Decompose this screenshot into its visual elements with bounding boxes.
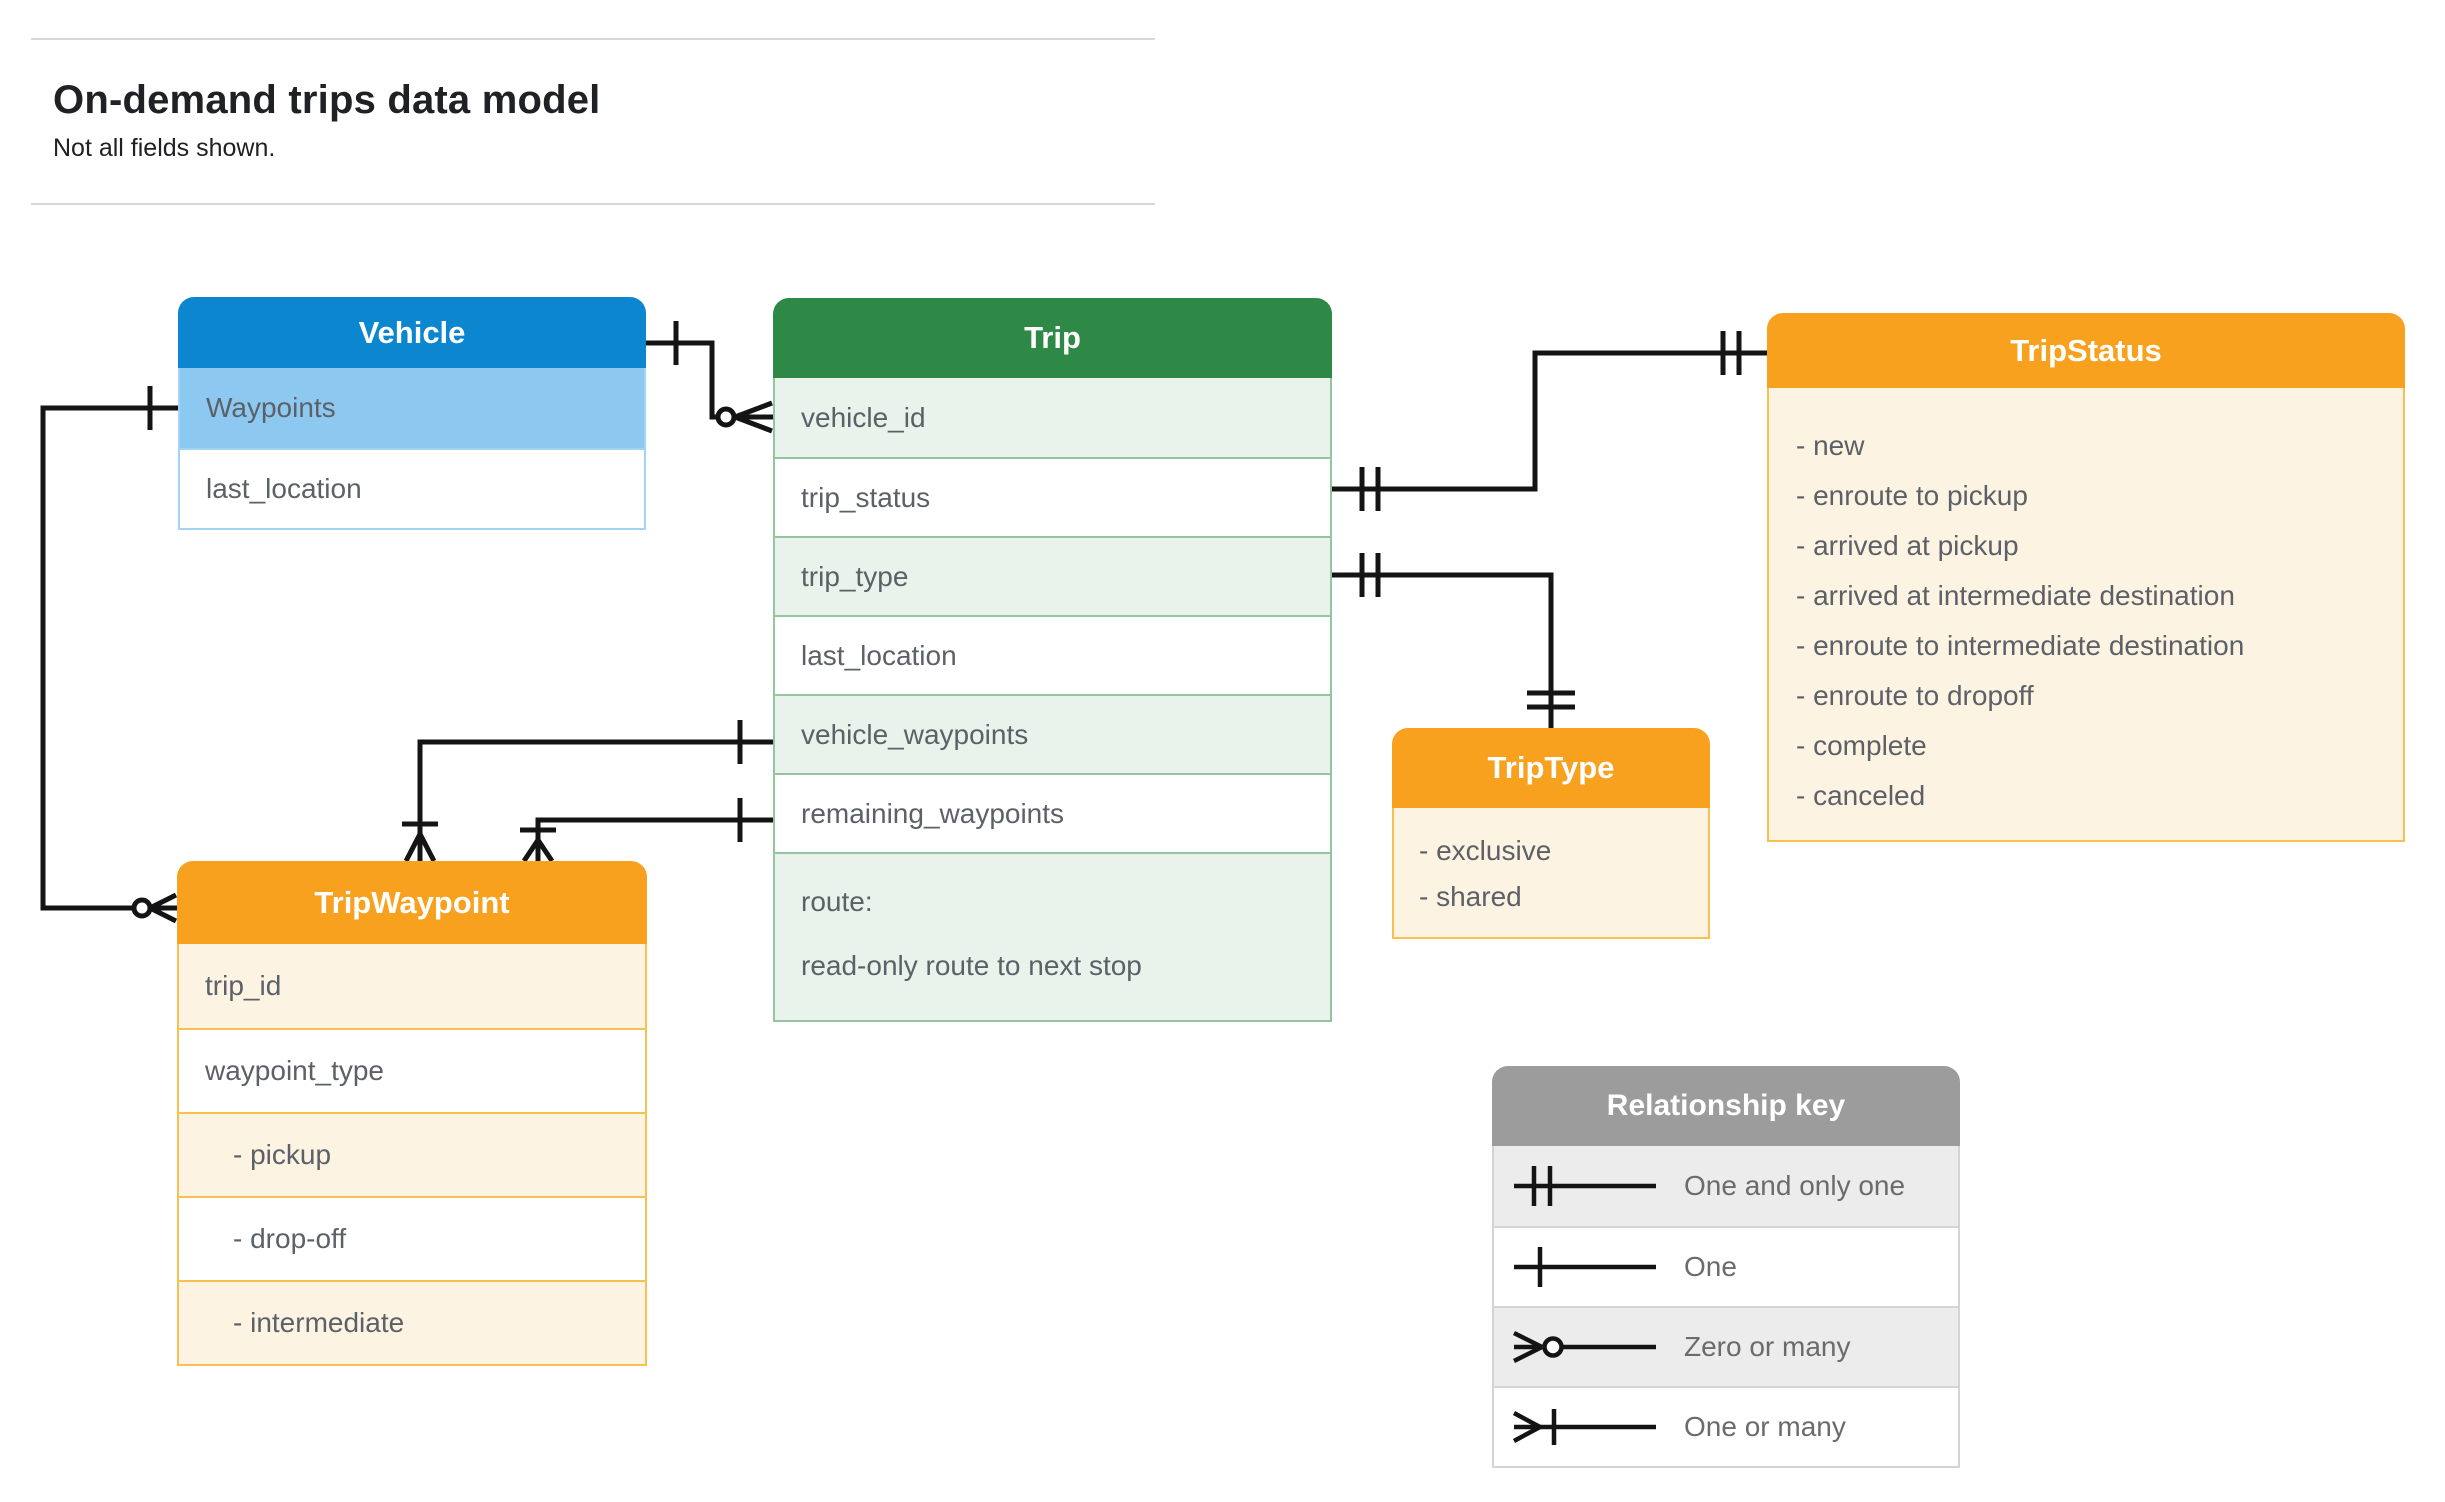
field-row: last_location: [180, 448, 644, 528]
connector-line: [1332, 350, 1767, 492]
top-divider: [31, 38, 1155, 40]
field-row: vehicle_id: [775, 378, 1330, 457]
connector-line: [40, 405, 178, 911]
page-subtitle: Not all fields shown.: [53, 134, 276, 162]
enum-value: - canceled: [1796, 780, 1926, 811]
enum-value: - enroute to pickup: [1796, 480, 2028, 511]
enum-value: - pickup: [179, 1112, 645, 1196]
enum-value: - arrived at intermediate destination: [1796, 580, 2235, 611]
legend-label: One and only one: [1684, 1170, 1906, 1201]
zero-or-many-circle: [131, 897, 153, 919]
legend-row: One and only one: [1494, 1146, 1958, 1226]
tripstatus-connector: [1332, 331, 1767, 511]
enum-value: - enroute to intermediate destination: [1796, 630, 2245, 661]
relationship-key-body: One and only one One Zer: [1492, 1146, 1960, 1468]
field-row: waypoint_type: [179, 1028, 645, 1112]
entity-triptype-title: TripType: [1392, 728, 1710, 808]
crows-foot: [521, 838, 555, 863]
remaining-waypoints-connector: [520, 798, 773, 863]
page-title: On-demand trips data model: [53, 78, 601, 122]
field-row: trip_id: [179, 944, 645, 1028]
entity-tripwaypoint-title: TripWaypoint: [177, 861, 647, 944]
legend-row: Zero or many: [1494, 1306, 1958, 1386]
entity-trip-body: vehicle_id trip_status trip_type last_lo…: [773, 378, 1332, 1022]
field-row-route: route: read-only route to next stop: [775, 852, 1330, 1020]
entity-tripstatus-title: TripStatus: [1767, 313, 2405, 388]
entity-triptype-body: - exclusive - shared: [1392, 808, 1710, 939]
vehicle-tripwaypoint-connector: [40, 386, 178, 924]
legend-label: One or many: [1684, 1411, 1846, 1442]
field-row: Waypoints: [180, 368, 644, 448]
entity-triptype: TripType - exclusive - shared: [1392, 728, 1710, 939]
entity-tripwaypoint-body: trip_id waypoint_type - pickup - drop-of…: [177, 944, 647, 1366]
field-row: last_location: [775, 615, 1330, 694]
enum-value: - shared: [1419, 881, 1522, 912]
field-row: remaining_waypoints: [775, 773, 1330, 852]
one-icon: [1514, 1247, 1656, 1287]
triptype-connector: [1332, 553, 1575, 728]
relationship-key-title: Relationship key: [1492, 1066, 1960, 1146]
relationship-key: Relationship key One and only one One: [1492, 1066, 1960, 1468]
enum-value: - exclusive: [1419, 835, 1552, 866]
zero-or-many-circle: [715, 406, 737, 428]
entity-vehicle-title: Vehicle: [178, 297, 646, 368]
legend-label: Zero or many: [1684, 1331, 1851, 1362]
connector-line: [535, 817, 773, 840]
field-row: trip_type: [775, 536, 1330, 615]
one-and-only-one-icon: [1514, 1166, 1656, 1206]
legend-label: One: [1684, 1251, 1737, 1282]
enum-value: - new: [1796, 430, 1865, 461]
legend-row: One or many: [1494, 1386, 1958, 1466]
vehicle-waypoints-connector: [402, 720, 773, 863]
route-label: route:: [801, 886, 873, 917]
entity-trip: Trip vehicle_id trip_status trip_type la…: [773, 298, 1332, 1022]
connector-line: [1332, 572, 1554, 728]
connector-line: [646, 340, 717, 420]
crows-foot: [734, 400, 773, 434]
one-or-many-icon: [1512, 1409, 1656, 1445]
entity-tripstatus: TripStatus - new - enroute to pickup - a…: [1767, 313, 2405, 842]
enum-value: - complete: [1796, 730, 1927, 761]
enum-value: - drop-off: [179, 1196, 645, 1280]
enum-value: - arrived at pickup: [1796, 530, 2019, 561]
vehicle-trip-connector: [646, 321, 773, 434]
entity-vehicle: Vehicle Waypoints last_location: [178, 297, 646, 530]
legend-row: One: [1494, 1226, 1958, 1306]
enum-value: - intermediate: [179, 1280, 645, 1364]
crows-foot: [148, 892, 178, 924]
field-row: vehicle_waypoints: [775, 694, 1330, 773]
enum-value: - enroute to dropoff: [1796, 680, 2034, 711]
connector-line: [417, 739, 773, 834]
entity-trip-title: Trip: [773, 298, 1332, 378]
entity-vehicle-body: Waypoints last_location: [178, 368, 646, 530]
title-bottom-divider: [31, 203, 1155, 205]
zero-or-many-icon: [1512, 1330, 1656, 1364]
route-description: read-only route to next stop: [801, 950, 1142, 981]
entity-tripwaypoint: TripWaypoint trip_id waypoint_type - pic…: [177, 861, 647, 1366]
crows-foot: [403, 832, 437, 863]
field-row: trip_status: [775, 457, 1330, 536]
entity-tripstatus-body: - new - enroute to pickup - arrived at p…: [1767, 388, 2405, 842]
